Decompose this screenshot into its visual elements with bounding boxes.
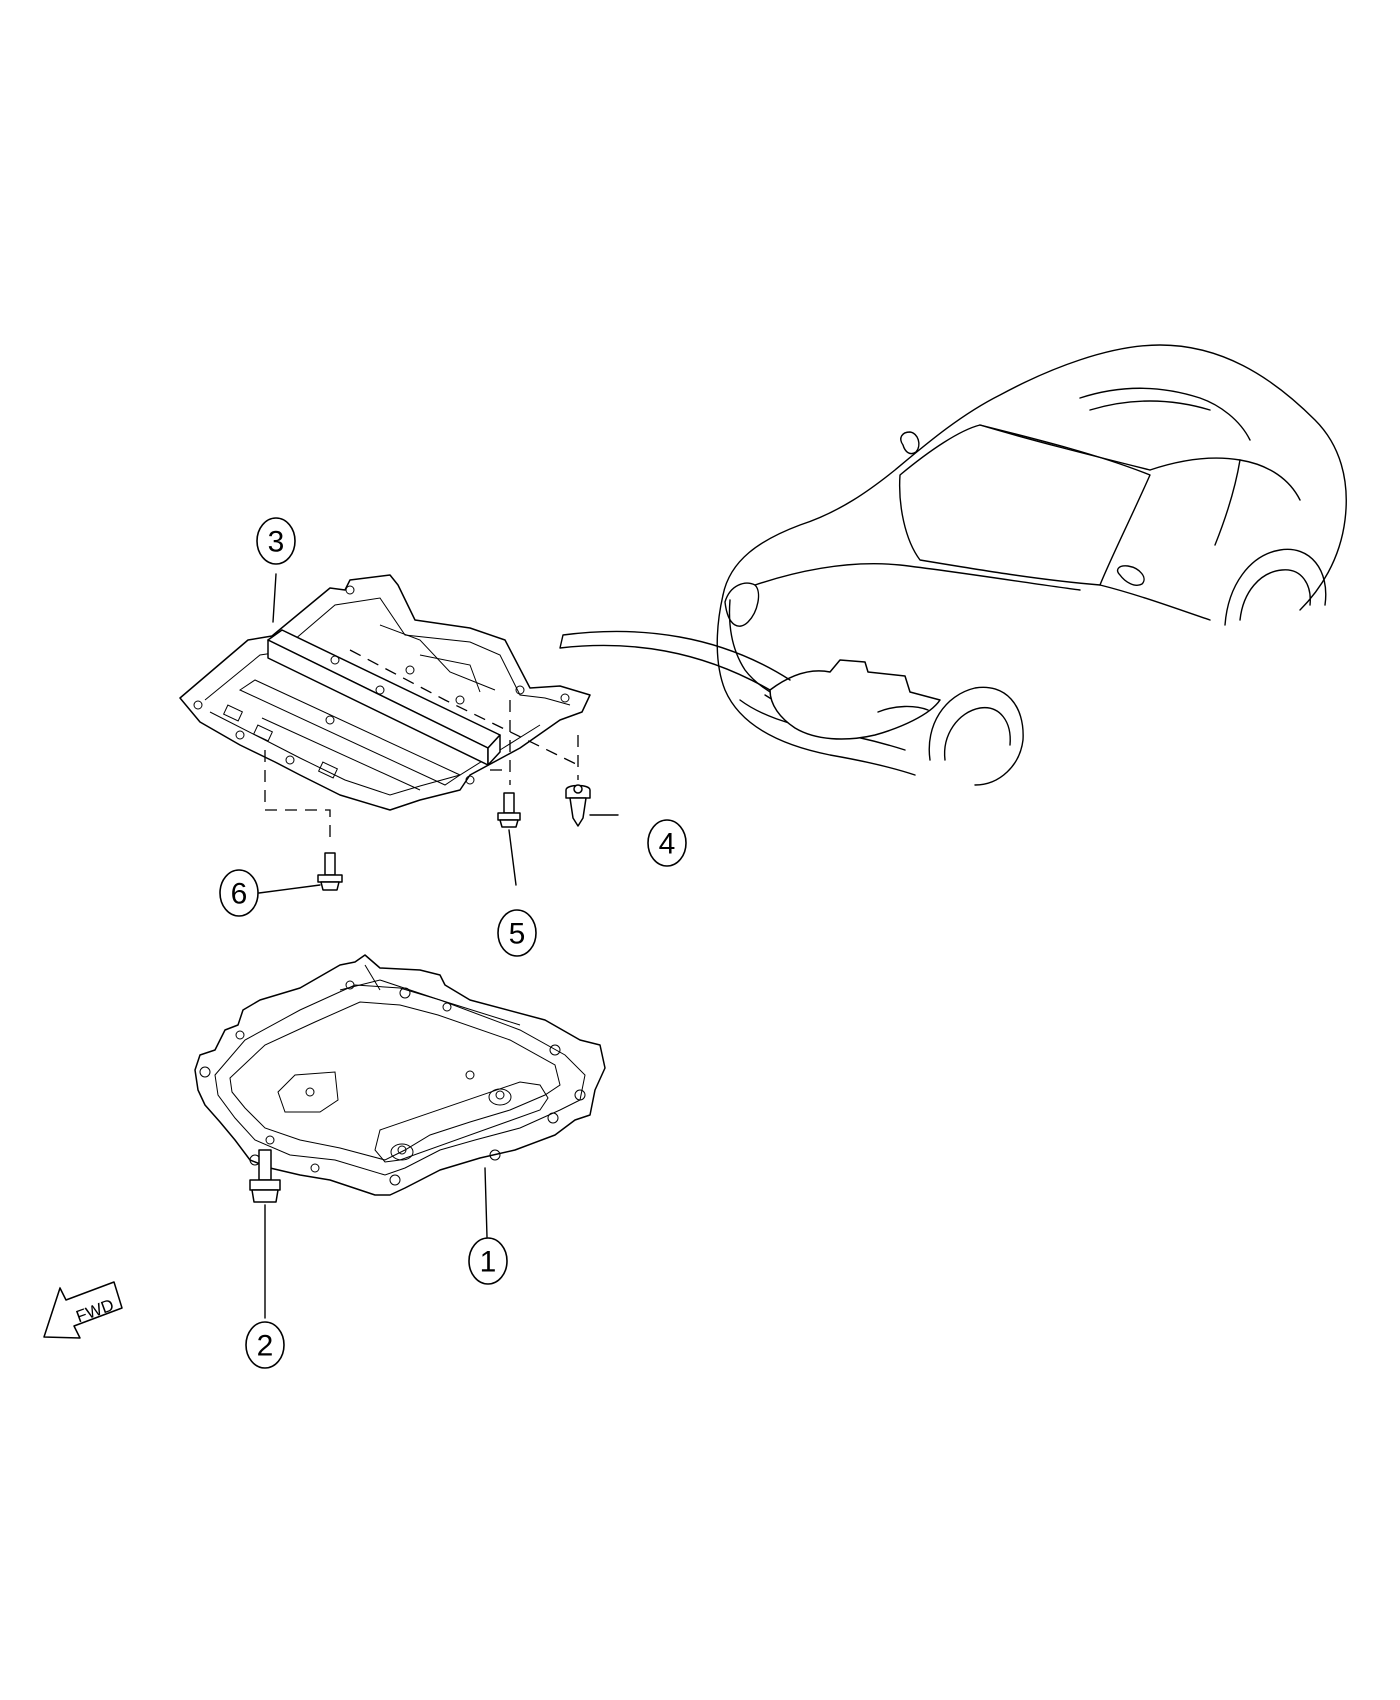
callout-6: 6 [219, 869, 259, 917]
callout-2: 2 [245, 1321, 285, 1369]
callout-leaders [258, 573, 619, 1319]
bolt-part-2 [249, 1149, 281, 1203]
clip-part-4 [565, 784, 591, 827]
callout-label: 6 [231, 878, 248, 911]
callout-label: 4 [659, 828, 676, 861]
callout-label: 2 [257, 1330, 274, 1363]
callout-label: 5 [509, 918, 526, 951]
location-leader [559, 630, 791, 691]
callout-5: 5 [497, 909, 537, 957]
forward-arrow-icon: FWD [43, 1281, 123, 1339]
callout-3: 3 [256, 517, 296, 565]
callout-4: 4 [647, 819, 687, 867]
under-cover-lower-part [194, 954, 606, 1196]
callout-1: 1 [468, 1237, 508, 1285]
callout-label: 3 [268, 526, 285, 559]
bolt-part-5 [497, 792, 521, 828]
vehicle-outline [716, 344, 1347, 786]
under-cover-upper-part [179, 574, 591, 811]
bolt-part-6 [317, 852, 343, 891]
callout-label: 1 [480, 1246, 497, 1279]
